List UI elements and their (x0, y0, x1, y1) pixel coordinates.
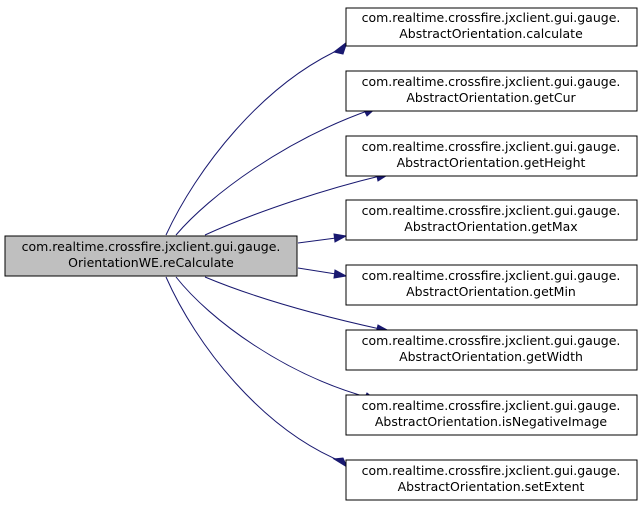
source-node-box (4, 235, 298, 277)
target-node-isnegativeimage[interactable]: com.realtime.crossfire.jxclient.gui.gaug… (345, 394, 638, 436)
target-node-line1: com.realtime.crossfire.jxclient.gui.gaug… (362, 74, 621, 89)
target-node-box (345, 459, 638, 501)
target-node-getwidth[interactable]: com.realtime.crossfire.jxclient.gui.gaug… (345, 329, 638, 371)
target-node-line2: AbstractOrientation.getMin (406, 284, 576, 299)
target-node-line2: AbstractOrientation.calculate (399, 26, 583, 41)
target-node-box (345, 7, 638, 47)
edge-to-isnegativeimage (175, 276, 371, 399)
edge-to-getcur (175, 109, 371, 236)
target-node-line1: com.realtime.crossfire.jxclient.gui.gaug… (362, 398, 621, 413)
target-node-getmax[interactable]: com.realtime.crossfire.jxclient.gui.gaug… (345, 199, 638, 241)
target-node-line2: AbstractOrientation.getHeight (397, 155, 586, 170)
target-node-box (345, 329, 638, 371)
target-node-line2: AbstractOrientation.getCur (406, 90, 576, 105)
target-node-line1: com.realtime.crossfire.jxclient.gui.gaug… (362, 203, 621, 218)
arrow-getmax (333, 233, 348, 243)
source-node-line2: OrientationWE.reCalculate (68, 255, 234, 270)
target-node-line2: AbstractOrientation.setExtent (398, 479, 585, 494)
target-node-line2: AbstractOrientation.getMax (404, 219, 577, 234)
edge-to-getheight (204, 175, 381, 236)
target-node-getheight[interactable]: com.realtime.crossfire.jxclient.gui.gaug… (345, 135, 638, 177)
target-node-box (345, 199, 638, 241)
target-node-setextent[interactable]: com.realtime.crossfire.jxclient.gui.gaug… (345, 459, 638, 501)
arrow-getmin (333, 269, 348, 279)
arrow-setextent (332, 457, 349, 469)
target-node-line1: com.realtime.crossfire.jxclient.gui.gaug… (362, 10, 621, 25)
arrow-calculate (332, 40, 348, 55)
target-node-getcur[interactable]: com.realtime.crossfire.jxclient.gui.gaug… (345, 70, 638, 112)
edge-to-getwidth (204, 276, 381, 330)
target-node-box (345, 70, 638, 112)
target-node-box (345, 135, 638, 177)
target-node-getmin[interactable]: com.realtime.crossfire.jxclient.gui.gaug… (345, 264, 638, 306)
edge-to-getmin (297, 267, 337, 275)
target-node-line1: com.realtime.crossfire.jxclient.gui.gaug… (362, 268, 621, 283)
target-node-box (345, 394, 638, 436)
target-node-calculate[interactable]: com.realtime.crossfire.jxclient.gui.gaug… (345, 7, 638, 47)
target-node-line1: com.realtime.crossfire.jxclient.gui.gaug… (362, 333, 621, 348)
source-node-line1: com.realtime.crossfire.jxclient.gui.gaug… (22, 239, 281, 254)
edge-to-setextent (165, 276, 346, 464)
target-node-line2: AbstractOrientation.isNegativeImage (375, 414, 608, 429)
target-node-line2: AbstractOrientation.getWidth (399, 349, 583, 364)
source-node[interactable]: com.realtime.crossfire.jxclient.gui.gaug… (4, 235, 298, 277)
target-node-line1: com.realtime.crossfire.jxclient.gui.gaug… (362, 463, 621, 478)
target-node-line1: com.realtime.crossfire.jxclient.gui.gaug… (362, 139, 621, 154)
edge-to-getmax (297, 237, 337, 244)
target-node-box (345, 264, 638, 306)
edge-to-calculate (165, 46, 346, 236)
